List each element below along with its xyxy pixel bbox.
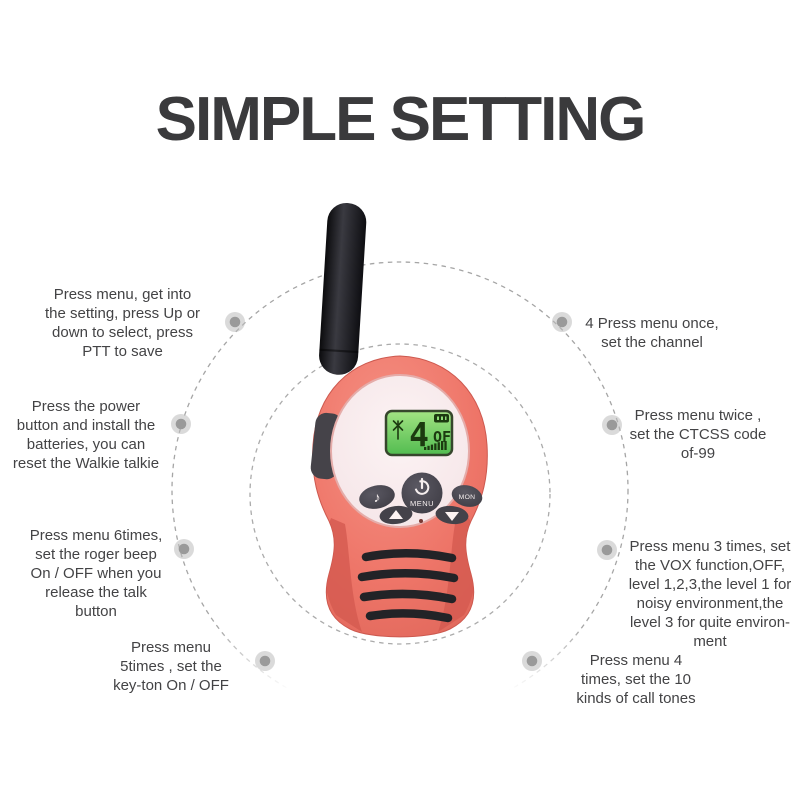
step-text-key-tone: Press menu 5times , set the key-ton On /… [113, 639, 229, 695]
antenna [319, 202, 367, 375]
menu-power-button: MENU [401, 472, 443, 514]
music-note-icon: ♪ [374, 489, 381, 505]
up-button [379, 505, 413, 525]
walkie-talkie: PTT 4 [310, 202, 488, 638]
down-button [435, 505, 469, 525]
connector-dot [602, 415, 622, 435]
step-text-call-tones: Press menu 4 times, set the 10 kinds of … [576, 652, 696, 708]
power-icon [414, 477, 430, 495]
outer-dashed-circle [171, 261, 629, 719]
monitor-button: MON [451, 485, 483, 507]
inner-dashed-circle [249, 343, 551, 645]
lcd-channel-digit: 4 [409, 415, 429, 454]
monitor-button-label: MON [459, 494, 476, 501]
step-text-vox-function: Press menu 3 times, set the VOX function… [628, 538, 792, 651]
down-arrow-icon [445, 512, 459, 521]
connector-dot [225, 312, 245, 332]
step-text-ctcss-code: Press menu twice , set the CTCSS code of… [629, 407, 767, 463]
step-text-power-reset: Press the power button and install the b… [12, 398, 160, 473]
lcd-antenna-icon [392, 420, 404, 440]
step-text-menu-navigation: Press menu, get into the setting, press … [44, 286, 201, 361]
connector-dot [597, 540, 617, 560]
speaker-grille [357, 549, 459, 623]
step-text-roger-beep: Press menu 6times, set the roger beep On… [29, 527, 163, 621]
call-tone-button: ♪ [359, 485, 395, 509]
connector-circles [171, 261, 629, 719]
lcd-signal-bars-icon [424, 441, 447, 450]
page-title: SIMPLE SETTING [155, 85, 647, 154]
connector-dot [522, 651, 542, 671]
connector-dots [171, 312, 622, 671]
connector-dot [171, 414, 191, 434]
connector-dot [174, 539, 194, 559]
connector-dot [552, 312, 572, 332]
lcd-screen: 4 OF [384, 409, 454, 457]
lcd-status-badge-icon [434, 414, 449, 423]
mic-hole [419, 519, 423, 523]
menu-button-label: MENU [410, 499, 434, 508]
connector-dot [255, 651, 275, 671]
step-text-channel: 4 Press menu once, set the channel [585, 315, 719, 352]
up-arrow-icon [389, 510, 403, 519]
